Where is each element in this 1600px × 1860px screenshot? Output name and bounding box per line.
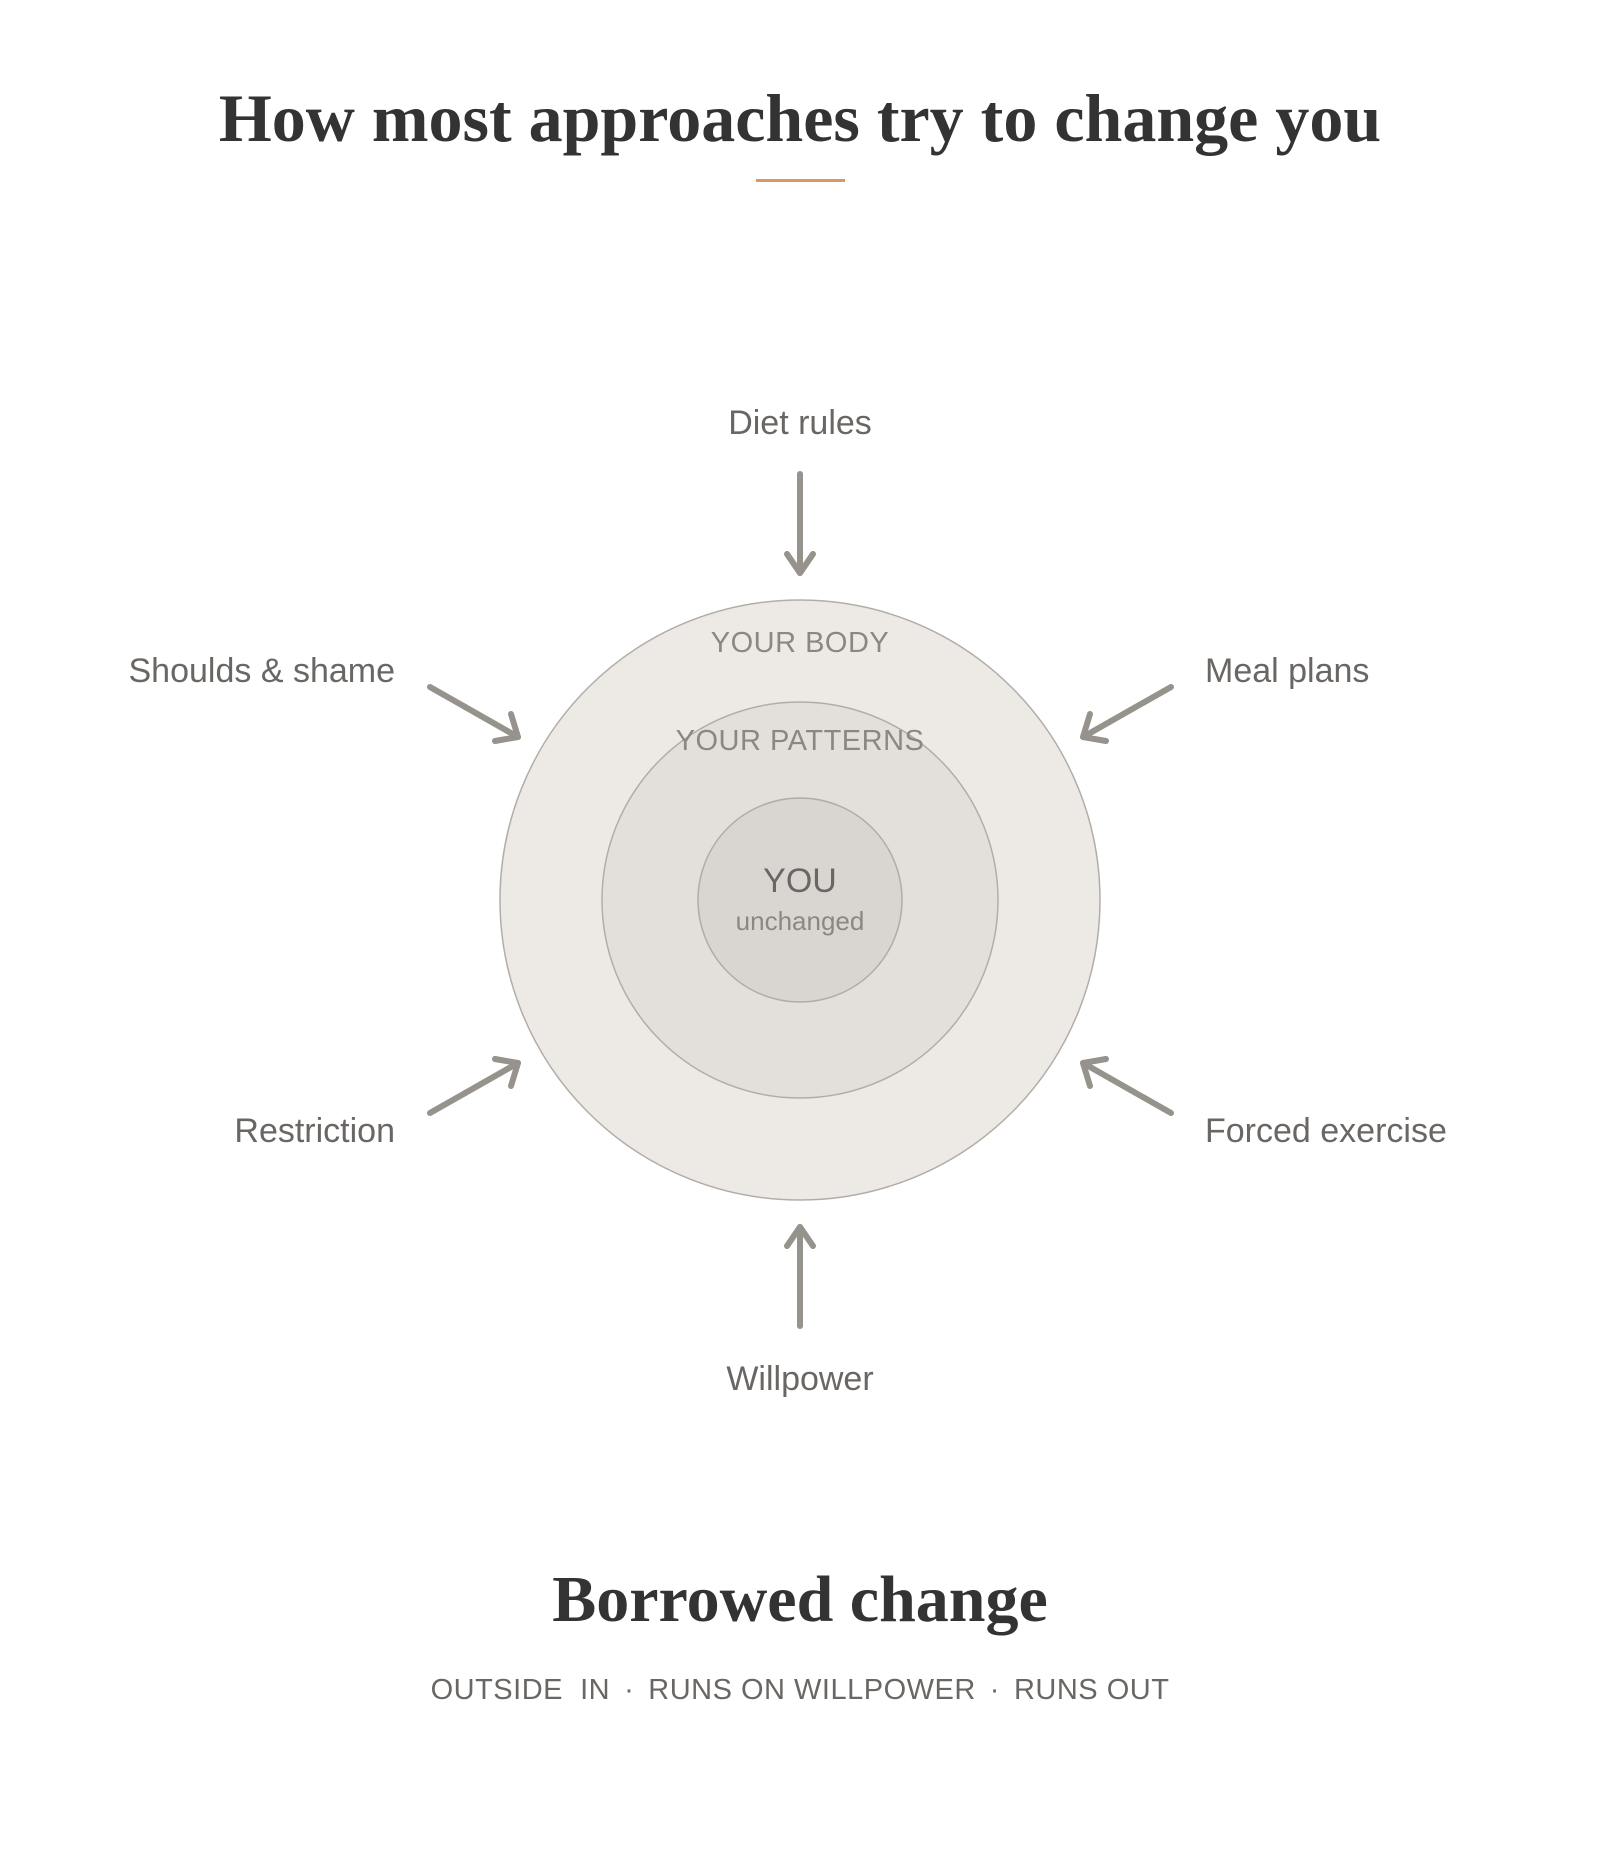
ring-label-your-patterns: YOUR PATTERNS — [676, 725, 925, 757]
page-title: How most approaches try to change you — [218, 80, 1382, 156]
title-underline — [756, 179, 845, 182]
arrow-lower-left — [427, 1056, 521, 1116]
tagline-outside-in: OUTSIDE IN — [430, 1674, 611, 1706]
core-label-unchanged: unchanged — [736, 906, 865, 936]
force-label-meal-plans: Meal plans — [1205, 652, 1369, 690]
arrow-upper-right — [1080, 684, 1174, 744]
force-label-forced-exercise: Forced exercise — [1205, 1112, 1447, 1150]
tagline-runs-out: RUNS OUT — [1013, 1674, 1170, 1706]
core-label-you: YOU — [763, 862, 837, 900]
tagline-separator: · — [624, 1674, 635, 1706]
force-label-shoulds-shame: Shoulds & shame — [129, 652, 396, 690]
arrow-group — [427, 471, 1174, 1329]
arrow-upper-left — [427, 684, 521, 744]
tagline: OUTSIDE IN · RUNS ON WILLPOWER · RUNS OUT — [0, 1670, 1600, 1710]
force-label-diet-rules: Diet rules — [728, 404, 872, 442]
ring-you — [697, 797, 903, 1003]
force-label-restriction: Restriction — [234, 1112, 395, 1150]
footer-title: Borrowed change — [552, 1563, 1048, 1636]
tagline-runs-on-willpower: RUNS ON WILLPOWER — [648, 1674, 976, 1706]
arrow-top — [784, 471, 816, 576]
ring-label-your-body: YOUR BODY — [711, 627, 890, 659]
arrow-bottom — [784, 1224, 816, 1329]
force-label-willpower: Willpower — [726, 1360, 873, 1398]
tagline-separator: · — [989, 1674, 1000, 1706]
arrow-lower-right — [1080, 1056, 1174, 1116]
